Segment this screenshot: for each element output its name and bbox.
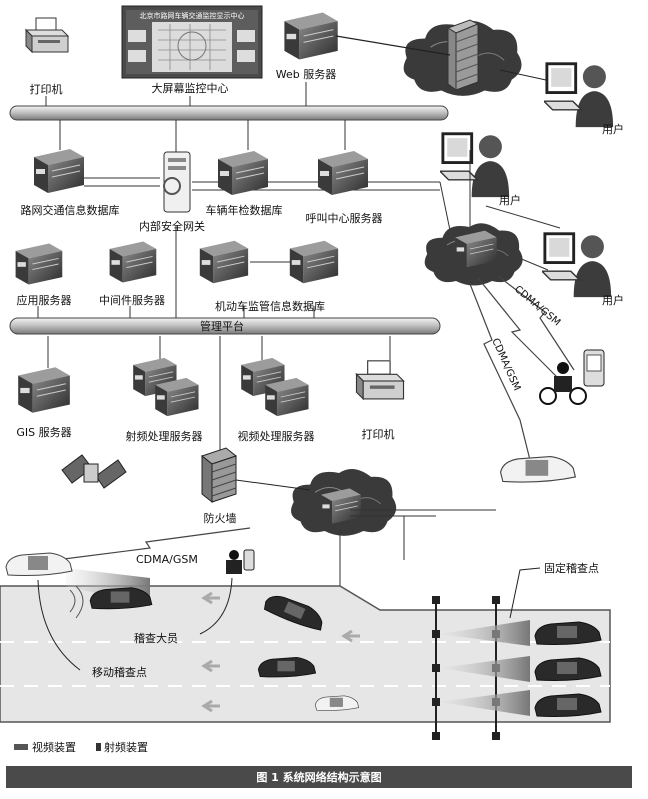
rf-server-icon xyxy=(154,377,199,417)
cdma-gsm-label-1: CDMA/GSM xyxy=(512,284,562,329)
signal-arcs xyxy=(69,585,84,619)
user-icon xyxy=(544,62,615,129)
camera-beams xyxy=(440,620,530,716)
video-processing-server-label: 视频处理服务器 xyxy=(238,429,315,443)
cdma-gsm-label-3: CDMA/GSM xyxy=(136,553,198,566)
call-center-server-label: 呼叫中心服务器 xyxy=(306,212,383,225)
motor-vehicle-db-label: 机动车监管信息数据库 xyxy=(215,299,325,313)
link-firewall-cloud xyxy=(235,479,311,491)
link-web-cloud xyxy=(335,35,451,56)
internal-gateway-label: 内部安全网关 xyxy=(139,219,205,233)
management-bus xyxy=(9,317,441,335)
legend: 视频装置 射频装置 xyxy=(14,740,148,754)
road xyxy=(0,585,611,723)
printer-bottom-label: 打印机 xyxy=(362,427,395,441)
gis-server-icon xyxy=(17,366,71,414)
fixed-checkpoint-label: 固定稽查点 xyxy=(544,561,599,575)
mobile-phone-icon xyxy=(583,349,605,387)
big-screen-monitor: 北京市路网车辆交通监控显示中心 xyxy=(121,5,263,79)
wireless-lightning xyxy=(55,527,251,561)
inspector-icon xyxy=(226,549,255,574)
motorcycle-officer-icon xyxy=(539,362,587,405)
satellite-icon xyxy=(61,454,127,489)
network-bus-top xyxy=(9,105,449,121)
legend-video-label: 视频装置 xyxy=(32,740,76,754)
printer-icon xyxy=(25,17,69,53)
vehicle-inspection-db-icon xyxy=(217,150,269,196)
firewall-label: 防火墙 xyxy=(204,511,237,525)
user-1-label: 用户 xyxy=(602,122,624,136)
callout-line xyxy=(509,567,541,619)
legend-rf-label: 射频装置 xyxy=(104,740,148,754)
motor-vehicle-db-icon xyxy=(199,240,249,284)
vehicle-icon xyxy=(89,587,153,610)
vehicle-icon xyxy=(314,695,360,711)
patrol-car-icon xyxy=(500,455,576,483)
mobile-checkpoint-car xyxy=(5,552,73,577)
vehicle-icon xyxy=(257,656,317,678)
vehicle-icon xyxy=(534,621,602,646)
app-server-icon xyxy=(15,242,63,286)
vehicle-icon xyxy=(534,693,602,718)
caption-bar xyxy=(6,766,632,788)
web-server-icon xyxy=(283,11,339,61)
user-2-label: 用户 xyxy=(499,193,521,207)
firewall-wall-top xyxy=(446,19,480,91)
web-server-label: Web 服务器 xyxy=(276,68,336,81)
legend-rf-swatch xyxy=(96,743,101,751)
middleware-server-label: 中间件服务器 xyxy=(99,294,165,307)
middleware-server-icon xyxy=(109,240,157,284)
bus-drop-lines xyxy=(37,82,391,452)
video-server-icon xyxy=(264,377,309,417)
vehicle-icon xyxy=(534,657,602,682)
figure-caption: 图 1 系统网络结构示意图 xyxy=(256,770,381,784)
callout-line xyxy=(37,579,81,671)
monitor-screen-title: 北京市路网车辆交通监控显示中心 xyxy=(140,11,245,20)
printer-top-label: 打印机 xyxy=(30,82,63,96)
mobile-checkpoint-label: 移动稽查点 xyxy=(92,665,147,679)
link-cloud-user1 xyxy=(499,69,547,81)
inspector-label: 稽查大员 xyxy=(134,631,178,645)
road-traffic-db-icon xyxy=(33,148,85,194)
gateway-server-icon xyxy=(454,230,498,268)
user-icon xyxy=(440,132,511,199)
user-icon xyxy=(542,232,613,299)
wireless-lightning xyxy=(469,275,575,461)
printer-icon xyxy=(355,360,405,400)
user-3-label: 用户 xyxy=(602,293,624,307)
app-server-label: 应用服务器 xyxy=(17,293,72,307)
motor-vehicle-db-icon xyxy=(289,240,339,284)
road-traffic-db-label: 路网交通信息数据库 xyxy=(21,203,120,217)
big-screen-label: 大屏幕监控中心 xyxy=(152,81,229,95)
gis-server-label: GIS 服务器 xyxy=(16,426,71,439)
internal-gateway-icon xyxy=(163,151,191,213)
cloud-server-icon xyxy=(320,487,362,525)
vehicle-inspection-db-label: 车辆年检数据库 xyxy=(206,203,283,217)
call-center-server-icon xyxy=(317,150,369,196)
legend-video-swatch xyxy=(14,744,28,750)
rf-processing-server-label: 射频处理服务器 xyxy=(126,429,203,443)
mgmt-platform-label: 管理平台 xyxy=(200,319,244,333)
firewall-icon xyxy=(200,447,238,504)
callout-line xyxy=(199,577,233,635)
